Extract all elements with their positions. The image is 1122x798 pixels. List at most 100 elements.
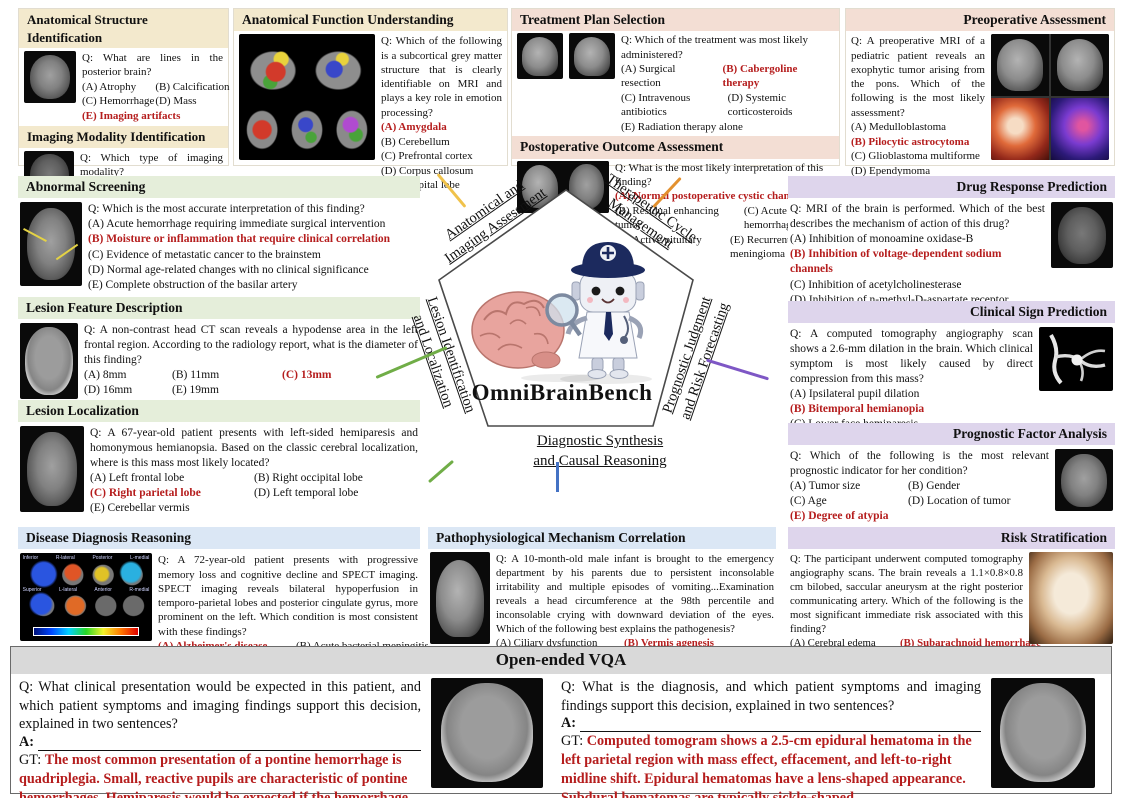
head-ct-image	[20, 323, 78, 400]
head-ct-image	[431, 677, 543, 788]
option-answer: (B) Pilocytic astrocytoma	[851, 135, 970, 148]
panel-lesion-feature: Lesion Feature Description Q: A non-cont…	[18, 297, 420, 404]
option: (B) Residual enhancing tumor	[615, 204, 719, 232]
option: (D) Corpus callosum	[381, 164, 474, 177]
arrow-annotation	[23, 228, 48, 243]
edge-label-diagnostic-synthesis: Diagnostic Synthesis and Causal Reasonin…	[533, 433, 667, 469]
panel-anatomical-function: Anatomical Function Understanding Q: Whi…	[233, 8, 508, 191]
panel-title: Lesion Localization	[18, 400, 420, 423]
panel-title: Preoperative Assessment	[846, 9, 1114, 32]
option: (E) 19mm	[172, 384, 219, 397]
fluorescence-photo	[1051, 98, 1109, 161]
panel-abnormal-screening: Abnormal Screening Q: Which is the most …	[18, 176, 420, 298]
option-answer: (E) Imaging artifacts	[82, 109, 181, 122]
option: (D) Ependymoma	[851, 164, 931, 177]
option: (C) Glioblastoma multiforme	[851, 150, 980, 163]
vqa-left-item: Q: What clinical presentation would be e…	[19, 678, 421, 798]
brain-structures-mri-image	[239, 34, 375, 161]
panel-title: Treatment Plan Selection	[512, 9, 839, 32]
option: (C) Acute hemorrhage	[743, 204, 797, 232]
panel-title: Anatomical Structure Identification	[19, 9, 228, 49]
option: (C) Intravenous antibiotics	[621, 91, 691, 119]
question-text: Q: A preoperative MRI of a pediatric pat…	[851, 35, 985, 119]
option: (D) Mass	[155, 95, 197, 108]
option: (B) Gender	[908, 480, 961, 493]
flair-mri-image	[1051, 202, 1113, 269]
robot-hat	[571, 262, 645, 278]
panel-title: Pathophysiological Mechanism Correlation	[428, 527, 776, 550]
option: (A) Atrophy	[82, 80, 137, 93]
vqa-question: Q: What is the diagnosis, and which pati…	[561, 678, 981, 714]
question-text: Q: Which of the treatment was most likel…	[621, 34, 809, 61]
vqa-section-title: Open-ended VQA	[11, 647, 1111, 674]
option: (A) 8mm	[84, 369, 127, 382]
sagittal-mri-image	[1051, 34, 1109, 97]
arrow-annotation	[55, 243, 78, 261]
option-answer: (B) Inhibition of voltage-dependent sodi…	[790, 248, 1002, 276]
option: (E) Cerebellar vermis	[90, 502, 190, 515]
option: (A) Tumor size	[790, 480, 861, 493]
head-ct-image	[991, 677, 1095, 788]
question-text: Q: A 10-month-old male infant is brought…	[496, 553, 774, 636]
question-text: Q: A 67-year-old patient presents with l…	[90, 427, 418, 470]
option: (E) Radiation therapy alone	[621, 120, 743, 133]
sagittal-mri-image	[430, 552, 490, 645]
panel-body: Q: What are lines in the posterior brain…	[19, 48, 230, 126]
option-answer: (C) Right parietal lobe	[90, 487, 201, 500]
question-text: Q: Which of the following is the most re…	[790, 450, 1049, 478]
option: (E) Complete obstruction of the basilar …	[88, 278, 298, 291]
vqa-answer-line: A:	[561, 715, 981, 733]
cta-3d-reconstruction-image	[1029, 552, 1113, 645]
question-text: Q: A 72-year-old patient presents with p…	[158, 554, 418, 638]
question-text: Q: What are lines in the posterior brain…	[82, 52, 223, 79]
option: (D) Left temporal lobe	[254, 487, 359, 500]
option: (A) Inhibition of monoamine oxidase-B	[790, 233, 974, 246]
question-text: Q: The participant underwent computed to…	[790, 553, 1023, 636]
intraoperative-photo	[991, 98, 1049, 161]
panel-title: Prognostic Factor Analysis	[788, 423, 1115, 446]
option: (A) Acute hemorrhage requiring immediate…	[88, 218, 386, 231]
panel-title: Abnormal Screening	[18, 176, 420, 199]
option: (A) Left frontal lobe	[90, 472, 185, 485]
panel-title: Risk Stratification	[788, 527, 1115, 550]
option: (C) Prefrontal cortex	[381, 150, 473, 163]
question-text: Q: A non-contrast head CT scan reveals a…	[84, 324, 418, 367]
answer-blank-line	[579, 718, 981, 733]
sagittal-mri-image	[991, 34, 1049, 97]
panel-group-anatomy-modality: Anatomical Structure Identification Q: W…	[18, 8, 230, 221]
option: (B) Right occipital lobe	[254, 472, 363, 485]
axial-mri-image	[24, 51, 76, 104]
panel-title: Imaging Modality Identification	[19, 126, 228, 148]
option: (C) Hemorrhage	[82, 95, 155, 108]
option-answer: (B) Cabergoline therapy	[722, 62, 798, 90]
vqa-right-item: Q: What is the diagnosis, and which pati…	[561, 678, 981, 798]
panel-title: Drug Response Prediction	[788, 176, 1115, 199]
preop-mri-surgery-image-grid	[991, 34, 1109, 161]
panel-group-treatment-postop: Treatment Plan Selection Q: Which of the…	[511, 8, 840, 260]
option: (B) Calcification	[155, 80, 230, 93]
coronal-mri-image	[569, 33, 615, 80]
option: (A) Ipsilateral pupil dilation	[790, 387, 920, 400]
option: (D) Systemic corticosteroids	[727, 91, 793, 119]
connector-blue	[556, 462, 559, 492]
panel-title: Clinical Sign Prediction	[788, 301, 1115, 324]
center-diagram: Anatomical and Imaging Assessment Therap…	[410, 170, 776, 506]
contrast-mri-image	[20, 426, 84, 513]
option-answer: (C) 13mm	[282, 369, 332, 382]
brain-robot-mascot	[471, 242, 652, 384]
panel-title: Lesion Feature Description	[18, 297, 420, 320]
spect-colorbar	[33, 627, 139, 636]
axial-mri-image	[1055, 449, 1113, 512]
question-text: Q: Which of the following is a subcortic…	[381, 35, 502, 119]
option: (A) Surgical resection	[621, 62, 676, 90]
magnifying-glass-icon	[545, 293, 579, 327]
open-ended-vqa-section: Open-ended VQA Q: What clinical presenta…	[10, 646, 1112, 798]
option: (A) Medulloblastoma	[851, 121, 947, 133]
flair-mri-image	[20, 202, 82, 287]
option: (C) Evidence of metastatic cancer to the…	[88, 248, 321, 261]
option: (D) 16mm	[84, 384, 133, 397]
option: (C) Age	[790, 495, 827, 508]
